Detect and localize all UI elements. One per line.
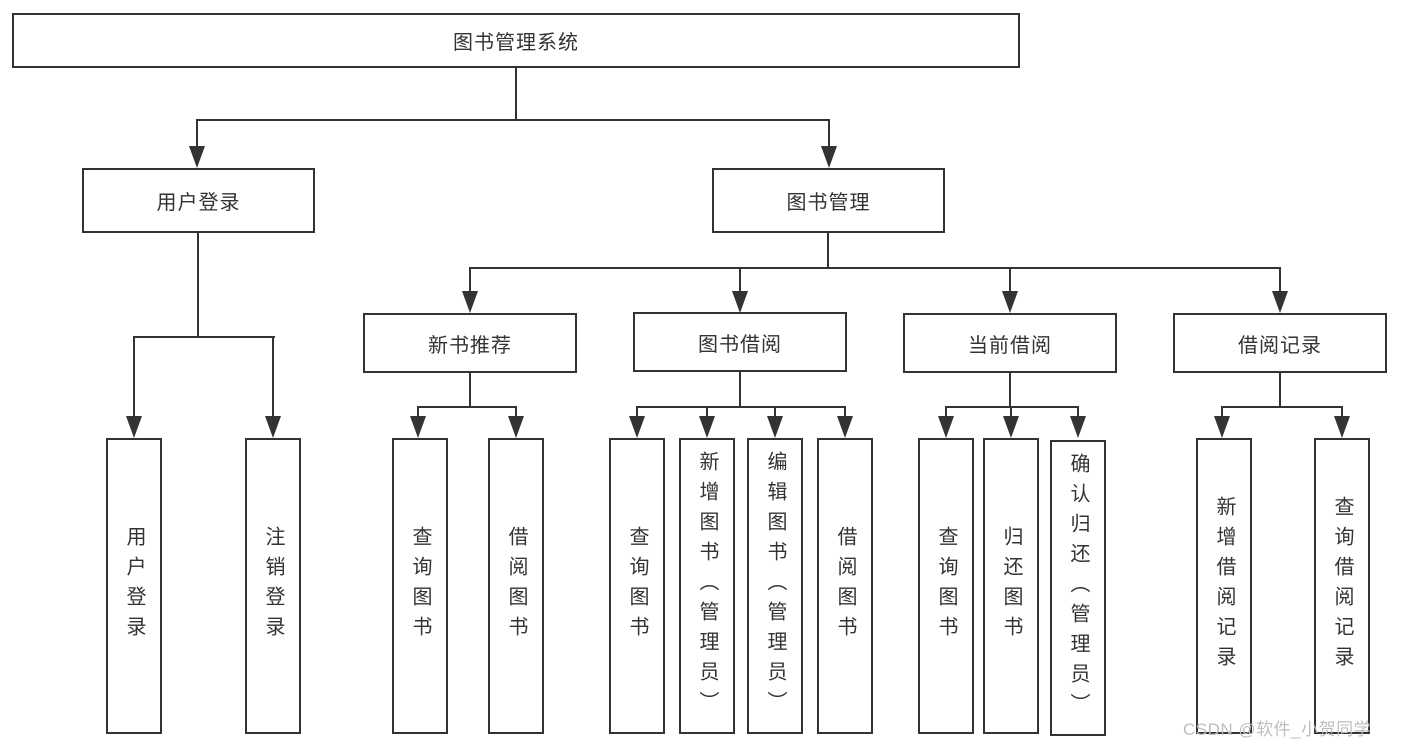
leaf-bor-edit-book-admin: 编辑图书（管理员）	[747, 438, 803, 734]
connector-drop-rec-query	[417, 406, 419, 418]
leaf-log-add-record: 新增借阅记录	[1196, 438, 1252, 734]
node-root: 图书管理系统	[12, 13, 1020, 68]
connector-drop-user-login	[196, 119, 198, 151]
arrowhead-bor-edit	[767, 416, 783, 438]
arrowhead-bor-add	[699, 416, 715, 438]
arrowhead-login-user	[126, 416, 142, 438]
leaf-cur-query-books-label: 查询图书	[935, 526, 957, 646]
connector-drop-log-query	[1341, 406, 1343, 418]
arrowhead-current-borrow	[1002, 291, 1018, 313]
leaf-cur-confirm-return-admin: 确认归还（管理员）	[1050, 440, 1106, 736]
node-current-borrow-label: 当前借阅	[968, 334, 1052, 357]
leaf-log-query-record: 查询借阅记录	[1314, 438, 1370, 734]
node-root-label: 图书管理系统	[453, 32, 579, 54]
leaf-bor-query-books: 查询图书	[609, 438, 665, 734]
arrowhead-book-mgmt	[821, 146, 837, 168]
connector-bor-stem	[739, 371, 741, 408]
leaf-rec-borrow-books-label: 借阅图书	[505, 526, 527, 646]
arrowhead-book-borrow	[732, 291, 748, 313]
leaf-cur-return-books-label: 归还图书	[1000, 526, 1022, 646]
leaf-rec-borrow-books: 借阅图书	[488, 438, 544, 734]
node-book-borrow: 图书借阅	[633, 312, 847, 372]
leaf-rec-query-books: 查询图书	[392, 438, 448, 734]
leaf-user-login-label: 用户登录	[123, 526, 145, 646]
leaf-log-add-record-label: 新增借阅记录	[1213, 496, 1235, 676]
connector-drop-cur-query	[945, 406, 947, 418]
connector-drop-borrow-record	[1279, 267, 1281, 293]
arrowhead-borrow-record	[1272, 291, 1288, 313]
arrowhead-new-book	[462, 291, 478, 313]
leaf-rec-query-books-label: 查询图书	[409, 526, 431, 646]
connector-root-stem	[515, 68, 517, 121]
leaf-bor-add-book-admin: 新增图书（管理员）	[679, 438, 735, 734]
connector-drop-logout	[272, 336, 274, 420]
connector-bor-rail	[636, 406, 846, 408]
connector-mgmt-stem	[827, 233, 829, 269]
leaf-log-query-record-label: 查询借阅记录	[1331, 496, 1353, 676]
arrowhead-log-add	[1214, 416, 1230, 438]
arrowhead-rec-borrow	[508, 416, 524, 438]
node-current-borrow: 当前借阅	[903, 313, 1117, 373]
leaf-bor-edit-book-admin-label: 编辑图书（管理员）	[764, 451, 786, 721]
connector-drop-new-book	[469, 267, 471, 293]
arrowhead-log-query	[1334, 416, 1350, 438]
connector-drop-bor-edit	[774, 406, 776, 418]
connector-log-rail	[1221, 406, 1343, 408]
node-book-management-label: 图书管理	[786, 192, 871, 214]
connector-drop-book-borrow	[739, 267, 741, 293]
arrowhead-cur-return	[1003, 416, 1019, 438]
connector-drop-login-user	[133, 336, 135, 420]
connector-drop-bor-borrow	[844, 406, 846, 418]
connector-drop-bor-query	[636, 406, 638, 418]
arrowhead-logout	[265, 416, 281, 438]
leaf-cur-confirm-return-admin-label: 确认归还（管理员）	[1067, 453, 1089, 723]
connector-login-rail	[133, 336, 275, 338]
connector-cur-stem	[1009, 372, 1011, 408]
arrowhead-cur-confirm	[1070, 416, 1086, 438]
leaf-logout-label: 注销登录	[262, 526, 284, 646]
connector-mgmt-rail	[469, 267, 1281, 269]
leaf-bor-borrow-books-label: 借阅图书	[834, 526, 856, 646]
leaf-bor-add-book-admin-label: 新增图书（管理员）	[696, 451, 718, 721]
csdn-watermark: CSDN @软件_小贺同学	[1183, 720, 1372, 739]
leaf-cur-return-books: 归还图书	[983, 438, 1039, 734]
connector-root-rail	[196, 119, 830, 121]
arrowhead-cur-query	[938, 416, 954, 438]
leaf-cur-query-books: 查询图书	[918, 438, 974, 734]
connector-rec-rail	[417, 406, 517, 408]
arrowhead-rec-query	[410, 416, 426, 438]
leaf-user-login: 用户登录	[106, 438, 162, 734]
leaf-bor-query-books-label: 查询图书	[626, 526, 648, 646]
node-borrow-records: 借阅记录	[1173, 313, 1387, 373]
node-new-book-recommend-label: 新书推荐	[428, 334, 512, 357]
node-book-management: 图书管理	[712, 168, 945, 233]
node-new-book-recommend: 新书推荐	[363, 313, 577, 373]
connector-drop-cur-return	[1010, 406, 1012, 418]
connector-drop-log-add	[1221, 406, 1223, 418]
arrowhead-user-login	[189, 146, 205, 168]
leaf-bor-borrow-books: 借阅图书	[817, 438, 873, 734]
node-book-borrow-label: 图书借阅	[698, 333, 782, 356]
node-user-login-label: 用户登录	[156, 192, 241, 214]
node-user-login: 用户登录	[82, 168, 315, 233]
connector-drop-rec-borrow	[515, 406, 517, 418]
arrowhead-bor-query	[629, 416, 645, 438]
connector-drop-book-mgmt	[828, 119, 830, 151]
connector-login-stem	[197, 233, 199, 338]
connector-drop-current-borrow	[1009, 267, 1011, 293]
connector-drop-cur-confirm	[1077, 406, 1079, 418]
arrowhead-bor-borrow	[837, 416, 853, 438]
connector-cur-rail	[945, 406, 1079, 408]
node-borrow-records-label: 借阅记录	[1238, 334, 1322, 357]
connector-log-stem	[1279, 372, 1281, 408]
connector-rec-stem	[469, 372, 471, 408]
connector-drop-bor-add	[706, 406, 708, 418]
leaf-logout: 注销登录	[245, 438, 301, 734]
